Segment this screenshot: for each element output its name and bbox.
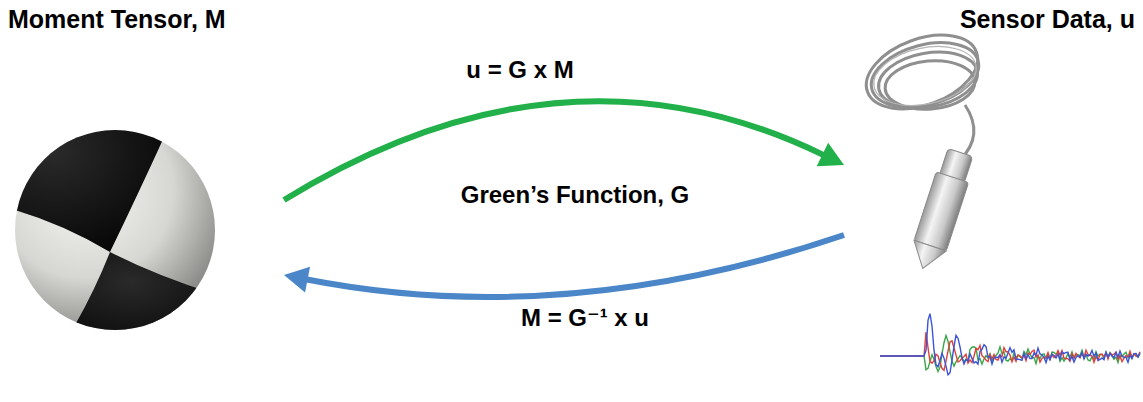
node-heading: Sensor Data, u bbox=[839, 4, 1135, 34]
arrowhead bbox=[284, 267, 310, 293]
edge-label: M = G⁻¹ x u bbox=[518, 304, 652, 332]
sensor-illustration bbox=[856, 21, 988, 274]
edge-label: u = G x M bbox=[463, 56, 576, 84]
arrowhead bbox=[817, 143, 844, 166]
function-label: Green’s Function, G bbox=[458, 181, 692, 209]
waveform bbox=[880, 314, 1140, 375]
node-heading: Moment Tensor, M bbox=[8, 4, 284, 34]
beach-ball bbox=[0, 110, 235, 350]
connector-line bbox=[306, 235, 844, 297]
sensor-node: Sensor Data, u bbox=[839, 4, 1135, 274]
moment-tensor-node: Moment Tensor, M bbox=[8, 4, 284, 335]
inverse-arrow bbox=[284, 235, 844, 297]
